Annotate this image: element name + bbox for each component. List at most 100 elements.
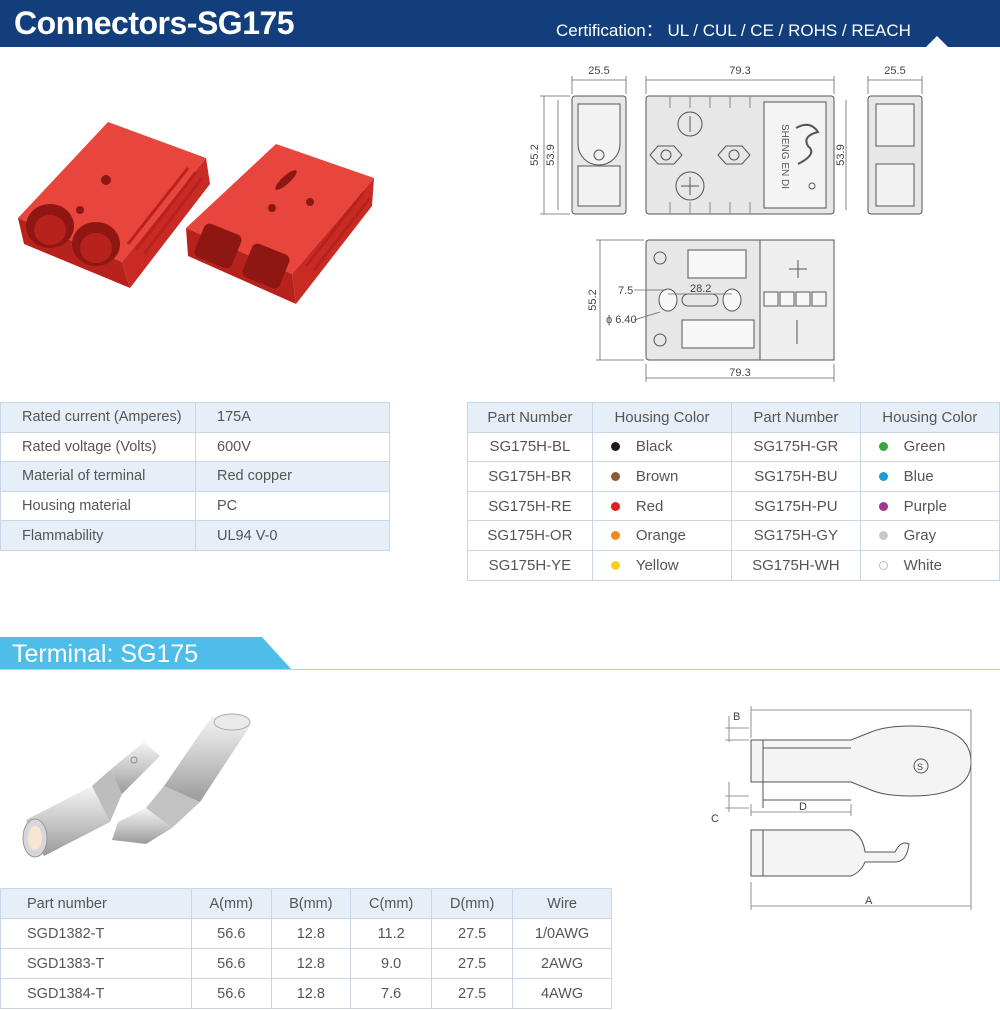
housing-color-cell: Blue <box>859 461 1000 492</box>
terminal-cell: 27.5 <box>431 918 514 949</box>
table-row: SG175H-BR Brown SG175H-BU Blue <box>467 461 1000 492</box>
connector-right-image <box>186 144 374 304</box>
dim-side-width: 25.5 <box>588 65 609 77</box>
page-title: Connectors-SG175 <box>14 5 295 41</box>
spec-value: PC <box>195 490 390 522</box>
color-label: Yellow <box>635 556 679 574</box>
sed-logo: SHENG EN DI <box>779 123 820 190</box>
header-d: D(mm) <box>431 888 514 919</box>
terminal-cell: SGD1384-T <box>0 978 192 1009</box>
terminal-cell: 9.0 <box>350 948 433 979</box>
spec-label: Rated voltage (Volts) <box>0 431 196 463</box>
housing-color-cell: Orange <box>591 520 733 551</box>
terminal-cell: 1/0AWG <box>512 918 612 949</box>
terminal-cell: 7.6 <box>350 978 433 1009</box>
table-row: SG175H-YE Yellow SG175H-WH White <box>467 549 1000 581</box>
color-label: Green <box>903 438 946 456</box>
dim-side-width-right: 25.5 <box>884 65 905 77</box>
spec-value: 175A <box>195 402 390 433</box>
part-number-cell: SG175H-BR <box>467 461 593 492</box>
dim-height-inner: 53.9 <box>545 144 557 165</box>
color-label: White <box>903 556 942 574</box>
housing-color-cell: Brown <box>591 461 733 492</box>
color-swatch <box>610 501 620 511</box>
color-label: Brown <box>635 467 679 485</box>
terminal-table: Part number A(mm) B(mm) C(mm) D(mm) Wire… <box>0 888 612 1009</box>
part-number-cell: SG175H-WH <box>731 549 861 581</box>
header-housing-color: Housing Color <box>859 402 1000 433</box>
terminal-label-s: S <box>917 762 923 772</box>
terminal-cell: 12.8 <box>270 918 352 949</box>
dim-bottom-width: 79.3 <box>729 367 750 379</box>
spec-value: Red copper <box>195 461 390 492</box>
terminal-banner <box>0 637 292 670</box>
parts-header-row: Part Number Housing Color Part Number Ho… <box>467 402 1000 433</box>
terminal-cell: 56.6 <box>190 978 272 1009</box>
terminal-cell: 12.8 <box>270 978 352 1009</box>
dim-28-2: 28.2 <box>690 283 711 295</box>
color-swatch <box>878 442 888 452</box>
part-number-cell: SG175H-OR <box>467 520 593 551</box>
dim-front-width: 79.3 <box>729 65 750 77</box>
color-label: Red <box>635 497 664 515</box>
terminal-cell: 56.6 <box>190 918 272 949</box>
terminal-cell: SGD1382-T <box>0 918 192 949</box>
color-label: Black <box>635 438 673 456</box>
terminal-label-c: C <box>711 813 719 825</box>
spec-row: Rated voltage (Volts) 600V <box>0 431 390 463</box>
terminal-cell: 27.5 <box>431 948 514 979</box>
spec-label: Flammability <box>0 520 196 551</box>
header-wire: Wire <box>512 888 612 919</box>
housing-color-cell: Red <box>591 490 733 522</box>
spec-row: Rated current (Amperes) 175A <box>0 402 390 433</box>
part-number-cell: SG175H-YE <box>467 549 593 581</box>
housing-color-cell: Purple <box>859 490 1000 522</box>
spec-value: 600V <box>195 431 390 463</box>
connector-photo <box>18 122 374 304</box>
header-notch <box>926 36 948 47</box>
logo-text: SHENG EN DI <box>779 124 790 189</box>
color-swatch <box>610 560 620 570</box>
header-a: A(mm) <box>190 888 272 919</box>
housing-color-cell: Gray <box>859 520 1000 551</box>
color-swatch <box>610 471 620 481</box>
terminal-right-image <box>112 713 251 844</box>
certification-text: Certification： UL / CUL / CE / ROHS / RE… <box>556 21 911 40</box>
dim-height-outer: 55.2 <box>529 144 541 165</box>
color-label: Orange <box>635 527 686 545</box>
terminal-cell: 56.6 <box>190 948 272 979</box>
part-number-cell: SG175H-BU <box>731 461 861 492</box>
header-housing-color: Housing Color <box>591 402 733 433</box>
housing-color-cell: Yellow <box>591 549 733 581</box>
part-number-cell: SG175H-RE <box>467 490 593 522</box>
header-bar: Connectors-SG175 Certification： UL / CUL… <box>0 0 1000 47</box>
spec-row: Flammability UL94 V-0 <box>0 520 390 551</box>
color-swatch <box>610 531 620 541</box>
terminal-cell: 27.5 <box>431 978 514 1009</box>
housing-color-cell: Green <box>859 431 1000 463</box>
header-part-number: Part number <box>0 888 192 919</box>
terminal-label-a: A <box>865 895 873 907</box>
spec-label: Material of terminal <box>0 461 196 492</box>
part-number-cell: SG175H-GY <box>731 520 861 551</box>
dim-front-height: 53.9 <box>835 144 847 165</box>
terminal-label-b: B <box>733 711 740 723</box>
housing-color-cell: White <box>859 549 1000 581</box>
dim-phi: ϕ 6.40 <box>606 314 637 326</box>
terminal-cell: 12.8 <box>270 948 352 979</box>
header-part-number: Part Number <box>731 402 861 433</box>
color-label: Blue <box>903 467 934 485</box>
spec-row: Housing material PC <box>0 490 390 522</box>
color-swatch <box>878 560 888 570</box>
connector-left-image <box>18 122 210 288</box>
connector-technical-drawing: 25.5 79.3 25.5 55.2 53.9 53.9 55.2 79.3 … <box>529 65 923 382</box>
color-swatch <box>878 501 888 511</box>
terminal-left-image <box>22 742 160 858</box>
color-swatch <box>878 471 888 481</box>
terminal-label-d: D <box>799 801 807 813</box>
housing-color-cell: Black <box>591 431 733 463</box>
